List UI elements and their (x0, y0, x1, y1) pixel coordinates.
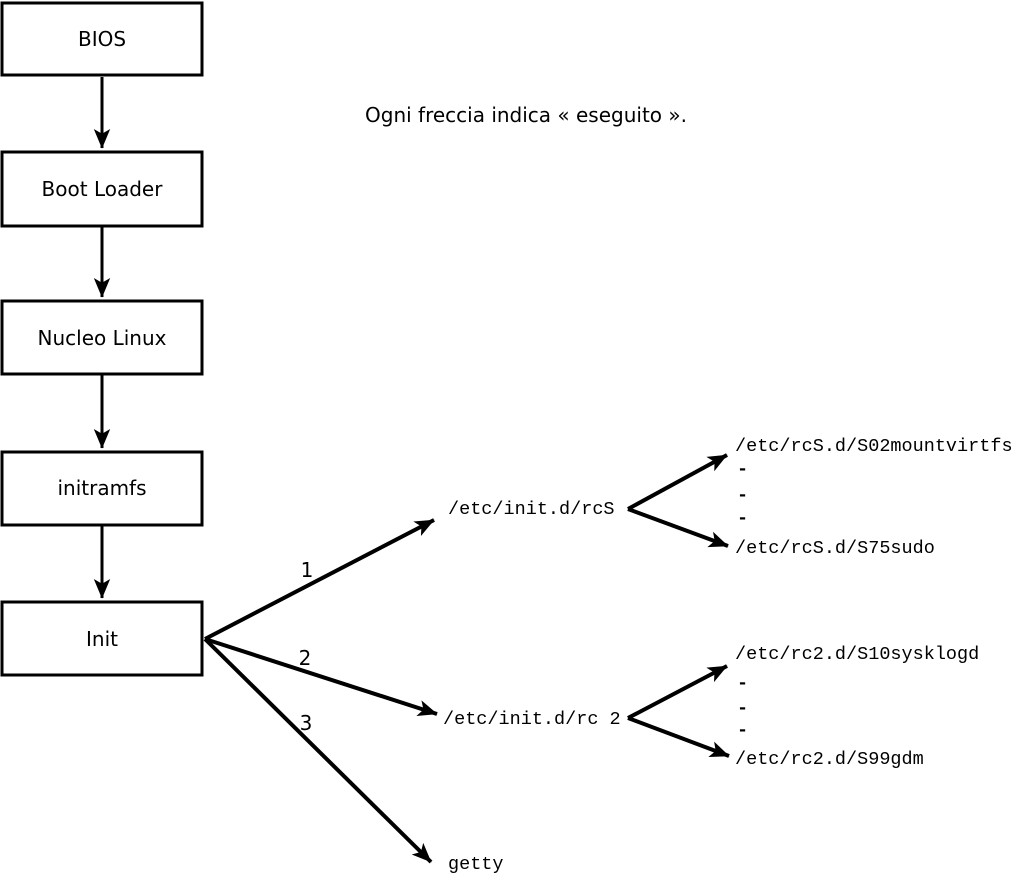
rc2-ellipsis-dash-3: - (737, 720, 748, 741)
rc2-script-path: /etc/init.d/rc 2 (443, 709, 621, 730)
boot-loader-label: Boot Loader (42, 177, 164, 201)
getty-label: getty (448, 854, 504, 875)
bios-label: BIOS (78, 27, 126, 51)
branch-order-1: 1 (301, 558, 314, 582)
arrow-rcS-to-last-script (627, 507, 729, 548)
rcS-ellipsis-dash-3: - (737, 508, 748, 529)
rcS-last-script: /etc/rcS.d/S75sudo (735, 538, 935, 559)
nucleo-linux-box (0, 299, 204, 376)
initramfs-label: initramfs (57, 476, 146, 500)
arrow-init-to-rcS (204, 518, 435, 641)
boot-loader-box (0, 150, 204, 228)
rc2-ellipsis-dash-2: - (737, 698, 748, 719)
arrow-init-to-getty (203, 637, 433, 864)
rcS-script-path: /etc/init.d/rcS (448, 499, 615, 520)
diagram-caption: Ogni freccia indica « eseguito ». (365, 103, 687, 127)
rc2-ellipsis-dash-1: - (737, 673, 748, 694)
arrow-rc2-to-first-script (627, 664, 728, 720)
bios-box (0, 1, 204, 77)
nucleo-linux-label: Nucleo Linux (38, 326, 167, 350)
initramfs-box (0, 450, 204, 527)
init-label: Init (86, 627, 118, 651)
arrow-rc2-to-last-script (627, 716, 730, 758)
rcS-ellipsis-dash-2: - (737, 485, 748, 506)
branch-order-3: 3 (300, 711, 313, 735)
arrow-init-to-rc2 (204, 637, 438, 716)
rcS-ellipsis-dash-1: - (737, 459, 748, 480)
branch-order-2: 2 (299, 646, 312, 670)
rcS-first-script: /etc/rcS.d/S02mountvirtfs (735, 436, 1013, 457)
arrow-rcS-to-first-script (627, 453, 728, 511)
init-box (0, 600, 204, 677)
rc2-first-script: /etc/rc2.d/S10sysklogd (735, 644, 979, 665)
rc2-last-script: /etc/rc2.d/S99gdm (735, 749, 924, 770)
